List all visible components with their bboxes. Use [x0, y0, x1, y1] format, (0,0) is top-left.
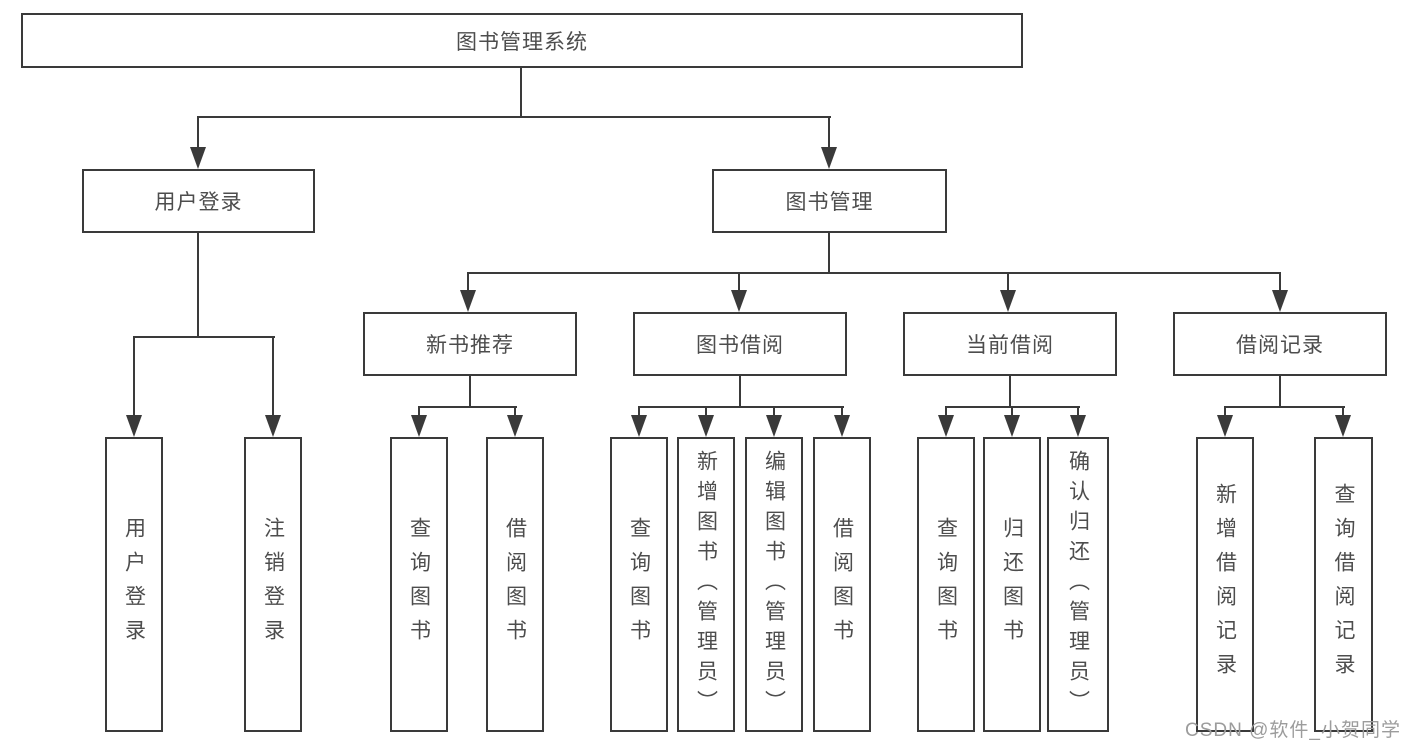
leaf-user-login: 用户登录 [105, 437, 163, 732]
connector-drop [1224, 406, 1226, 418]
connector-drop [705, 406, 707, 418]
connector-drop [1011, 406, 1013, 418]
connector-stem [1279, 376, 1281, 407]
node-user-login-label: 用户登录 [154, 191, 243, 214]
arrowhead-icon [265, 415, 281, 437]
leaf-query-books-3: 查询图书 [917, 437, 975, 732]
node-book-borrowing-label: 图书借阅 [696, 334, 784, 357]
arrowhead-icon [731, 290, 747, 312]
leaf-label: 归还图书 [1000, 516, 1024, 653]
node-book-borrowing: 图书借阅 [633, 312, 847, 376]
leaf-label: 查询图书 [407, 516, 431, 653]
connector-drop [1077, 406, 1079, 418]
node-current-borrowing-label: 当前借阅 [966, 334, 1054, 357]
connector-drop [197, 116, 199, 150]
arrowhead-icon [126, 415, 142, 437]
leaf-label: 借阅图书 [503, 516, 527, 653]
connector-drop [514, 406, 516, 418]
leaf-query-books-2: 查询图书 [610, 437, 668, 732]
arrowhead-icon [1004, 415, 1020, 437]
leaf-label: 注销登录 [261, 516, 285, 653]
connector-stem [469, 376, 471, 407]
arrowhead-icon [1070, 415, 1086, 437]
node-root: 图书管理系统 [21, 13, 1023, 68]
connector-bar [418, 406, 517, 408]
leaf-label: 确认归还（管理员） [1066, 449, 1090, 720]
connector-bar [467, 272, 1281, 274]
connector-bar [638, 406, 844, 408]
leaf-label: 新增借阅记录 [1213, 482, 1237, 687]
leaf-label: 用户登录 [122, 516, 146, 653]
node-current-borrowing: 当前借阅 [903, 312, 1117, 376]
arrowhead-icon [834, 415, 850, 437]
leaf-label: 借阅图书 [830, 516, 854, 653]
arrowhead-icon [460, 290, 476, 312]
connector-drop [272, 336, 274, 418]
node-book-management: 图书管理 [712, 169, 947, 233]
connector-drop [133, 336, 135, 418]
connector-stem [1009, 376, 1011, 407]
watermark: CSDN @软件_小贺同学 [1185, 720, 1401, 741]
leaf-label: 编辑图书（管理员） [762, 449, 786, 720]
connector-stem [739, 376, 741, 407]
leaf-return-books: 归还图书 [983, 437, 1041, 732]
leaf-query-borrow-record: 查询借阅记录 [1314, 437, 1373, 732]
arrowhead-icon [1217, 415, 1233, 437]
arrowhead-icon [1335, 415, 1351, 437]
leaf-add-books-admin: 新增图书（管理员） [677, 437, 735, 732]
arrowhead-icon [1272, 290, 1288, 312]
arrowhead-icon [1000, 290, 1016, 312]
leaf-confirm-return-admin: 确认归还（管理员） [1047, 437, 1109, 732]
connector-drop [841, 406, 843, 418]
connector-drop [418, 406, 420, 418]
node-new-book-recommend-label: 新书推荐 [426, 334, 514, 357]
arrowhead-icon [821, 147, 837, 169]
connector-drop [1279, 272, 1281, 292]
leaf-add-borrow-record: 新增借阅记录 [1196, 437, 1254, 732]
connector-stem [197, 233, 199, 338]
connector-stem [828, 233, 830, 274]
arrowhead-icon [766, 415, 782, 437]
connector-drop [467, 272, 469, 292]
connector-drop [773, 406, 775, 418]
connector-drop [638, 406, 640, 418]
node-user-login: 用户登录 [82, 169, 315, 233]
leaf-label: 查询图书 [934, 516, 958, 653]
leaf-label: 查询借阅记录 [1332, 482, 1355, 687]
leaf-borrow-books-2: 借阅图书 [813, 437, 871, 732]
connector-drop [1007, 272, 1009, 292]
node-new-book-recommend: 新书推荐 [363, 312, 577, 376]
arrowhead-icon [938, 415, 954, 437]
arrowhead-icon [631, 415, 647, 437]
connector-drop [1342, 406, 1344, 418]
node-borrow-records: 借阅记录 [1173, 312, 1387, 376]
node-book-management-label: 图书管理 [785, 191, 874, 214]
connector-bar [1224, 406, 1345, 408]
leaf-logout: 注销登录 [244, 437, 302, 732]
leaf-label: 新增图书（管理员） [694, 449, 718, 720]
leaf-borrow-books-1: 借阅图书 [486, 437, 544, 732]
arrowhead-icon [190, 147, 206, 169]
arrowhead-icon [411, 415, 427, 437]
connector-drop [828, 116, 830, 150]
arrowhead-icon [507, 415, 523, 437]
connector-drop [945, 406, 947, 418]
connector-bar [133, 336, 275, 338]
leaf-query-books-1: 查询图书 [390, 437, 448, 732]
leaf-label: 查询图书 [627, 516, 651, 653]
node-root-label: 图书管理系统 [456, 30, 588, 54]
connector-root-stem [520, 68, 522, 117]
node-borrow-records-label: 借阅记录 [1236, 334, 1324, 357]
arrowhead-icon [698, 415, 714, 437]
connector-drop [738, 272, 740, 292]
connector-root-bar [197, 116, 831, 118]
leaf-edit-books-admin: 编辑图书（管理员） [745, 437, 803, 732]
